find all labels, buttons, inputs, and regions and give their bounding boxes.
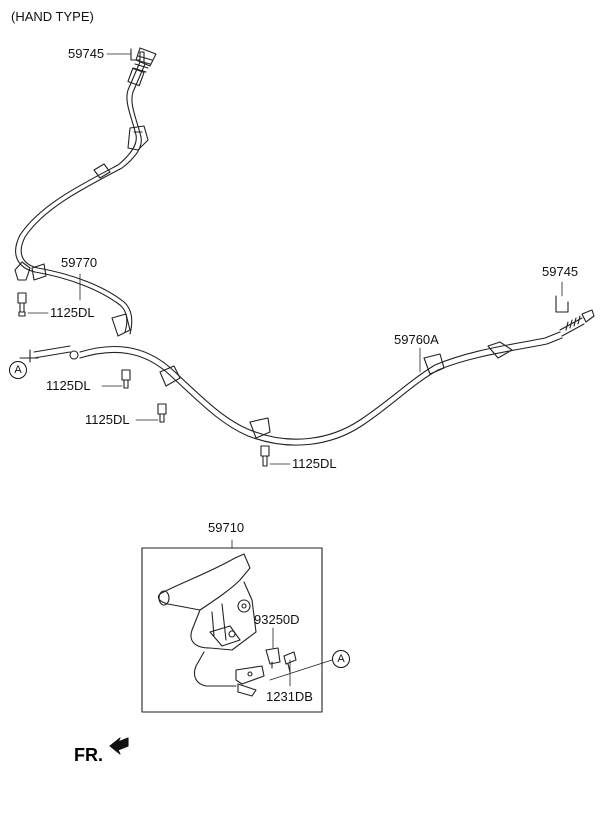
bolt-1125dl-a [17, 292, 27, 317]
part-label-59710: 59710 [208, 520, 245, 535]
cable-59770 [15, 61, 146, 335]
bolt-1125dl-c [157, 403, 167, 423]
reference-marker-a-upper: A [9, 361, 27, 379]
lever-assembly-box [141, 547, 323, 713]
clip-59745-top [130, 48, 145, 63]
lever-cable-and-clip [193, 651, 265, 697]
part-label-59745-right: 59745 [542, 264, 579, 279]
front-direction-arrow [109, 737, 129, 755]
cable-bracket-upper [93, 125, 149, 179]
part-label-1125dl-a: 1125DL [50, 305, 95, 320]
part-label-1125dl-b: 1125DL [46, 378, 91, 393]
clip-59745-right [555, 295, 569, 313]
leader-lines [27, 53, 563, 687]
part-label-59770: 59770 [61, 255, 98, 270]
part-label-1125dl-d: 1125DL [292, 456, 337, 471]
front-direction-label: FR. [74, 745, 103, 765]
cable-end-59770 [127, 47, 157, 87]
part-label-93250d: 93250D [254, 612, 300, 627]
bolt-1125dl-b [121, 369, 131, 389]
part-label-59745-top: 59745 [68, 46, 105, 61]
cable-brackets-lower [159, 341, 513, 439]
switch-93250d [265, 647, 281, 669]
cable-end-59760a [559, 309, 595, 337]
part-label-59760a: 59760A [394, 332, 439, 347]
hand-brake-lever [157, 553, 257, 651]
part-label-1231db: 1231DB [266, 689, 313, 704]
bolt-1125dl-d [260, 445, 270, 467]
cable-left-ends [19, 313, 131, 363]
clamp-left [14, 261, 47, 281]
part-label-1125dl-c: 1125DL [85, 412, 130, 427]
cable-59760a [79, 331, 563, 446]
diagram-title: (HAND TYPE) [11, 9, 94, 24]
reference-marker-a-lower: A [332, 650, 350, 668]
screw-1231db [283, 651, 297, 673]
